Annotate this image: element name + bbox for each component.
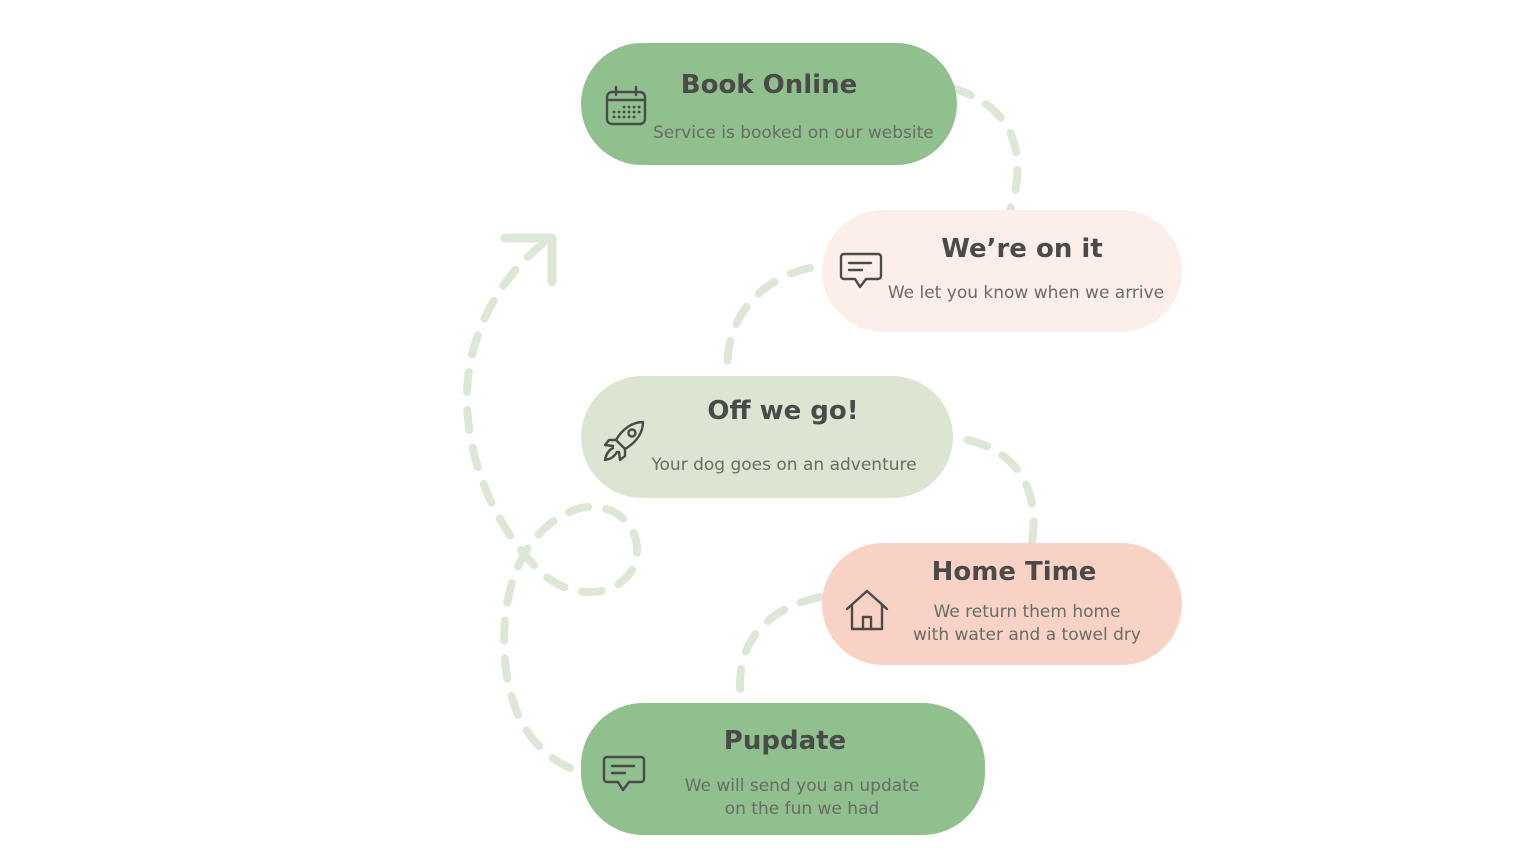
step-description-line: with water and a towel dry <box>913 625 1141 645</box>
step-were-on-it: We’re on it We let you know when we arri… <box>822 210 1182 332</box>
connector-step4-step5 <box>736 593 824 709</box>
connector-step2-step3 <box>723 264 814 382</box>
loop-arrowhead <box>500 233 557 287</box>
step-description-line: on the fun we had <box>724 799 880 819</box>
step-description: We will send you an update on the fun we… <box>645 775 959 821</box>
step-description: We let you know when we arrive <box>887 283 1165 303</box>
step-title: Home Time <box>931 557 1097 587</box>
step-description: Service is booked on our website <box>653 123 934 143</box>
connector-step1-step2 <box>948 84 1022 214</box>
house-icon <box>844 587 890 633</box>
step-title: Book Online <box>680 70 858 100</box>
calendar-icon <box>603 83 649 129</box>
step-description: We return them home with water and a tow… <box>900 601 1154 647</box>
chat-bubble-icon <box>601 751 647 797</box>
step-title: Off we go! <box>707 396 859 426</box>
rocket-icon <box>601 418 647 464</box>
step-title: Pupdate <box>723 726 847 756</box>
loop-arrow-path <box>462 234 641 772</box>
step-book-online: Book Online Service is booked on our web… <box>581 43 957 165</box>
step-description: Your dog goes on an adventure <box>651 455 917 475</box>
step-title: We’re on it <box>941 234 1103 264</box>
chat-bubble-icon <box>838 248 884 294</box>
step-home-time: Home Time We return them home with water… <box>822 543 1182 665</box>
connector-step3-step4 <box>964 436 1038 547</box>
step-off-we-go: Off we go! Your dog goes on an adventure <box>581 376 953 498</box>
step-description-line: We return them home <box>933 602 1121 622</box>
step-pupdate: Pupdate We will send you an update on th… <box>581 703 985 835</box>
step-description-line: We will send you an update <box>684 776 920 796</box>
